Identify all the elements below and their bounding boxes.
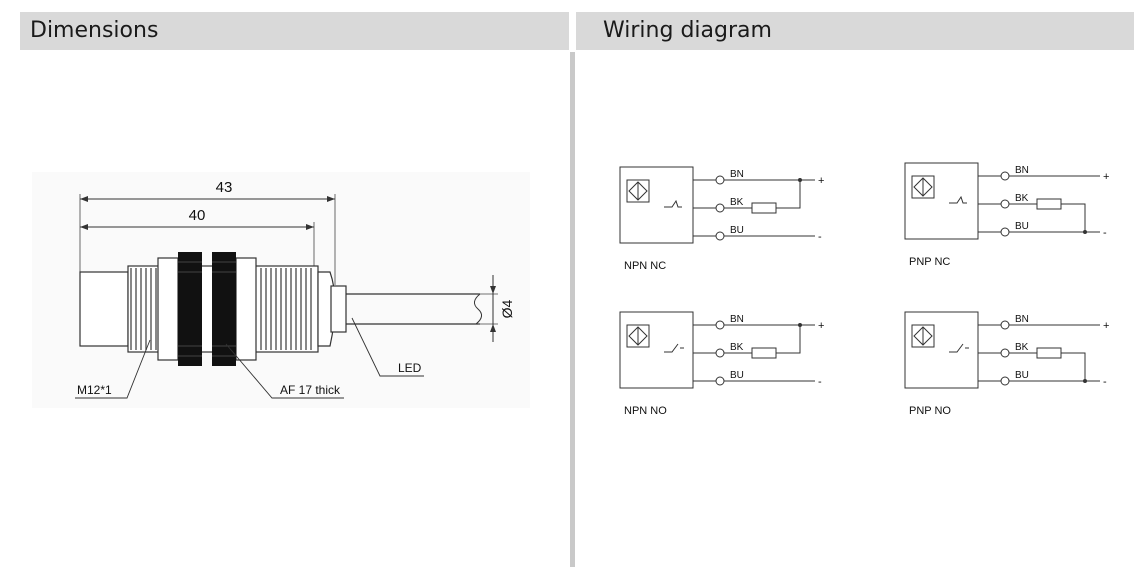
terminal-icon xyxy=(715,348,725,358)
plus-label: + xyxy=(818,175,824,187)
wiring-title: Wiring diagram xyxy=(603,18,772,43)
switch-no-icon xyxy=(949,343,969,353)
thread-label: M12*1 xyxy=(77,383,112,397)
diamond-icon xyxy=(913,326,933,346)
diagram-caption: NPN NO xyxy=(624,405,667,417)
wire-label: BK xyxy=(1015,342,1029,353)
sensor-box xyxy=(619,166,694,244)
section-divider xyxy=(570,52,575,567)
plus-label: + xyxy=(1103,171,1109,183)
terminal-icon xyxy=(1000,171,1010,181)
terminal-icon xyxy=(1000,376,1010,386)
cable-gland xyxy=(330,285,347,333)
junction-dot xyxy=(798,178,802,182)
wiring-header: Wiring diagram xyxy=(576,12,1134,50)
dim-arrow xyxy=(327,196,335,202)
diamond-icon xyxy=(628,181,648,201)
wiring-diagram-npn-no: BN BK BU + - NPN NO xyxy=(619,311,824,417)
dimension-drawing: 43 40 Ø4 M12*1 AF 17 thick LED xyxy=(32,172,530,408)
dim-arrow xyxy=(80,196,88,202)
sensor-face xyxy=(79,271,129,347)
nut-leader xyxy=(225,343,344,399)
nut-label: AF 17 thick xyxy=(280,383,341,397)
diagram-caption: PNP NC xyxy=(909,256,950,268)
sensor-symbol-icon xyxy=(911,324,935,348)
nut xyxy=(212,252,236,366)
load-return xyxy=(1061,203,1086,232)
minus-label: - xyxy=(1103,376,1107,388)
wire-label: BN xyxy=(1015,165,1029,176)
switch-nc-icon xyxy=(664,199,682,208)
dim-arrow xyxy=(490,324,496,332)
dia-label: Ø4 xyxy=(499,299,515,318)
resistor-icon xyxy=(751,347,777,359)
switch-no-icon xyxy=(664,343,684,353)
terminal-icon xyxy=(715,203,725,213)
load-return xyxy=(776,325,801,354)
terminal-icon xyxy=(1000,348,1010,358)
thread-leader xyxy=(75,339,151,399)
minus-label: - xyxy=(818,376,822,388)
sensor-symbol-icon xyxy=(626,324,650,348)
wiring-diagram-npn-nc: BN BK BU + - NPN NC xyxy=(619,166,824,272)
dim-40-label: 40 xyxy=(189,207,206,224)
junction-dot xyxy=(1083,379,1087,383)
wire-label: BN xyxy=(730,169,744,180)
plus-label: + xyxy=(818,320,824,332)
minus-label: - xyxy=(818,231,822,243)
wire-label: BU xyxy=(730,225,744,236)
cable-break xyxy=(474,293,482,325)
wire-label: BN xyxy=(1015,314,1029,325)
wire-label: BK xyxy=(730,197,744,208)
plus-label: + xyxy=(1103,320,1109,332)
junction-dot xyxy=(1083,230,1087,234)
wire-label: BU xyxy=(1015,370,1029,381)
dim-arrow xyxy=(80,224,88,230)
diagram-caption: NPN NC xyxy=(624,260,666,272)
wiring-diagram-pnp-no: BN BK BU + - PNP NO xyxy=(904,311,1109,417)
junction-dot xyxy=(798,323,802,327)
diamond-icon xyxy=(913,177,933,197)
wire-label: BK xyxy=(1015,193,1029,204)
led-leader xyxy=(351,317,424,377)
terminal-icon xyxy=(1000,199,1010,209)
sensor-box xyxy=(904,311,979,389)
dimensions-header: Dimensions xyxy=(20,12,569,50)
terminal-icon xyxy=(1000,227,1010,237)
resistor-icon xyxy=(1036,198,1062,210)
washer xyxy=(235,257,257,361)
sensor-box xyxy=(904,162,979,240)
terminal-icon xyxy=(715,320,725,330)
terminal-icon xyxy=(715,231,725,241)
dim-arrow xyxy=(490,286,496,294)
load-return xyxy=(776,180,801,209)
dim-arrow xyxy=(306,224,314,230)
diagram-caption: PNP NO xyxy=(909,405,951,417)
terminal-icon xyxy=(715,175,725,185)
wire-label: BK xyxy=(730,342,744,353)
load-return xyxy=(1061,352,1086,381)
wiring-diagram-pnp-nc: BN BK BU + - PNP NC xyxy=(904,162,1109,268)
wire-label: BU xyxy=(1015,221,1029,232)
resistor-icon xyxy=(751,202,777,214)
dimensions-title: Dimensions xyxy=(30,18,159,43)
terminal-icon xyxy=(715,376,725,386)
terminal-icon xyxy=(1000,320,1010,330)
minus-label: - xyxy=(1103,227,1107,239)
sensor-symbol-icon xyxy=(626,179,650,203)
wire-label: BU xyxy=(730,370,744,381)
washer xyxy=(157,257,179,361)
led-label: LED xyxy=(398,361,422,375)
wire-label: BN xyxy=(730,314,744,325)
nut xyxy=(178,252,202,366)
switch-nc-icon xyxy=(949,195,967,204)
sensor-symbol-icon xyxy=(911,175,935,199)
diamond-icon xyxy=(628,326,648,346)
sensor-box xyxy=(619,311,694,389)
dim-43-label: 43 xyxy=(216,179,233,196)
resistor-icon xyxy=(1036,347,1062,359)
